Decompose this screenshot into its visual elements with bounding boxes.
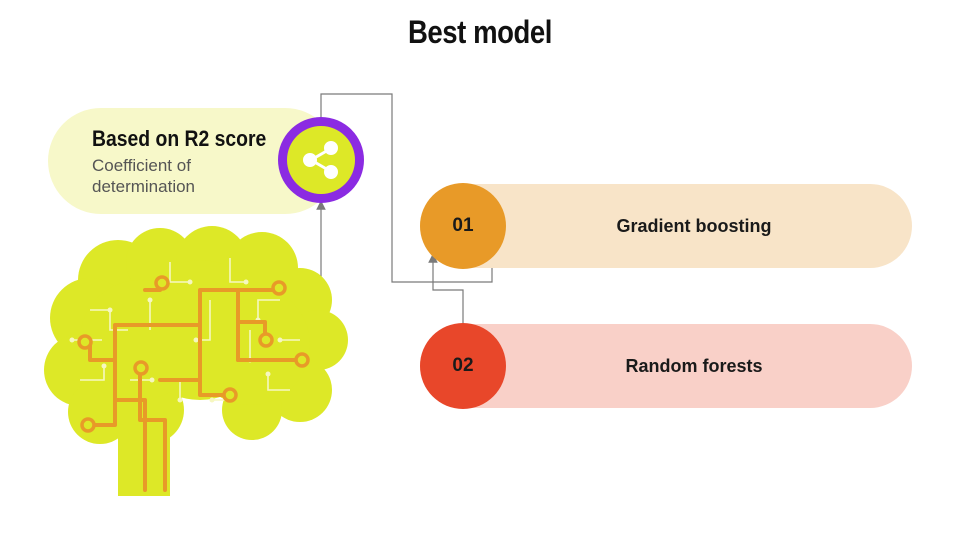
item-number-01: 01 — [420, 183, 506, 269]
criterion-heading: Based on R2 score — [92, 126, 267, 151]
item-label-random-forests: Random forests — [625, 356, 763, 376]
item2-to-item1-arrow — [428, 253, 464, 324]
page-title: Best model — [407, 14, 553, 50]
criterion-subtext: Coefficient of determination — [92, 156, 196, 196]
item-label-gradient-boosting: Gradient boosting — [616, 216, 772, 236]
share-icon — [278, 117, 364, 203]
item-number-02: 02 — [420, 323, 506, 409]
icon-to-item1-arrow — [320, 93, 497, 283]
